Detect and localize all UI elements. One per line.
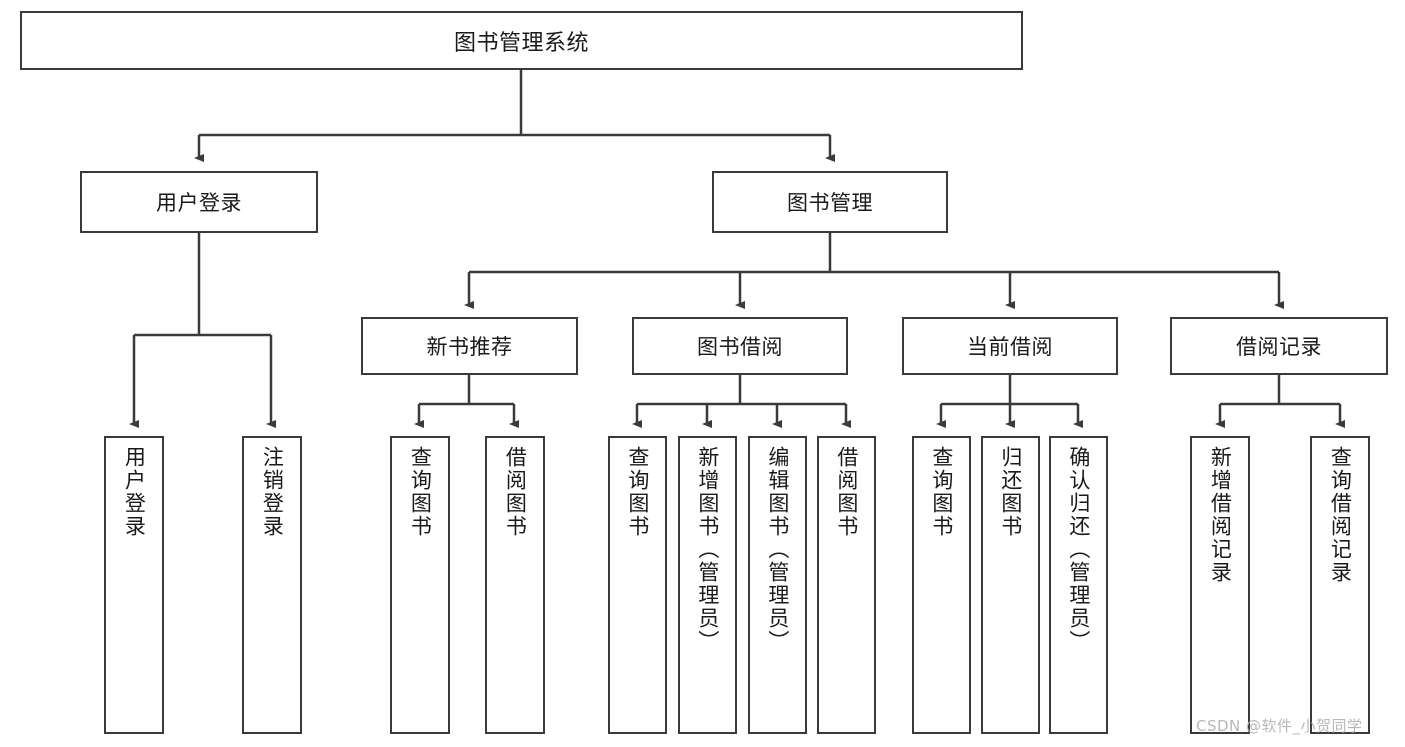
leaf-user-login-logout[interactable]: 注销登录 xyxy=(242,436,302,734)
node-label: 借阅图书 xyxy=(834,446,859,538)
node-label: 图书管理 xyxy=(787,191,873,215)
node-label: 新增图书（管理员） xyxy=(695,446,720,653)
leaf-book-borrow-query-book[interactable]: 查询图书 xyxy=(608,436,667,734)
leaf-book-borrow-add-book-admin[interactable]: 新增图书（管理员） xyxy=(678,436,737,734)
node-label: 图书借阅 xyxy=(697,335,783,359)
node-user-login[interactable]: 用户登录 xyxy=(80,171,318,233)
leaf-borrow-record-add-record[interactable]: 新增借阅记录 xyxy=(1190,436,1250,734)
leaf-current-borrow-return-book[interactable]: 归还图书 xyxy=(981,436,1040,734)
node-label: 查询借阅记录 xyxy=(1328,446,1353,584)
node-label: 用户登录 xyxy=(156,191,242,215)
node-current-borrow[interactable]: 当前借阅 xyxy=(902,317,1118,375)
leaf-new-book-query-book[interactable]: 查询图书 xyxy=(390,436,450,734)
leaf-new-book-borrow-book[interactable]: 借阅图书 xyxy=(485,436,545,734)
node-label: 借阅图书 xyxy=(503,446,528,538)
node-label: 归还图书 xyxy=(998,446,1023,538)
node-root-book-management-system[interactable]: 图书管理系统 xyxy=(20,11,1023,70)
node-borrow-record[interactable]: 借阅记录 xyxy=(1170,317,1388,375)
leaf-user-login-login[interactable]: 用户登录 xyxy=(104,436,164,734)
node-label: 用户登录 xyxy=(122,446,147,538)
node-book-borrow[interactable]: 图书借阅 xyxy=(632,317,848,375)
node-label: 注销登录 xyxy=(260,446,285,538)
node-label: 借阅记录 xyxy=(1236,335,1322,359)
leaf-book-borrow-borrow-book[interactable]: 借阅图书 xyxy=(817,436,876,734)
node-label: 图书管理系统 xyxy=(453,30,589,56)
node-label: 确认归还（管理员） xyxy=(1066,446,1091,653)
leaf-book-borrow-edit-book-admin[interactable]: 编辑图书（管理员） xyxy=(748,436,807,734)
node-book-management[interactable]: 图书管理 xyxy=(712,171,948,233)
node-label: 当前借阅 xyxy=(967,335,1053,359)
node-label: 新书推荐 xyxy=(426,335,513,359)
node-new-book-recommend[interactable]: 新书推荐 xyxy=(361,317,578,375)
node-label: 查询图书 xyxy=(625,446,650,538)
leaf-borrow-record-query-record[interactable]: 查询借阅记录 xyxy=(1310,436,1370,734)
node-label: 查询图书 xyxy=(929,446,954,538)
watermark: CSDN @软件_小贺同学 xyxy=(1196,717,1363,735)
node-label: 编辑图书（管理员） xyxy=(765,446,790,653)
node-label: 新增借阅记录 xyxy=(1208,446,1233,584)
node-label: 查询图书 xyxy=(408,446,433,538)
leaf-current-borrow-confirm-return-admin[interactable]: 确认归还（管理员） xyxy=(1049,436,1108,734)
leaf-current-borrow-query-book[interactable]: 查询图书 xyxy=(912,436,971,734)
